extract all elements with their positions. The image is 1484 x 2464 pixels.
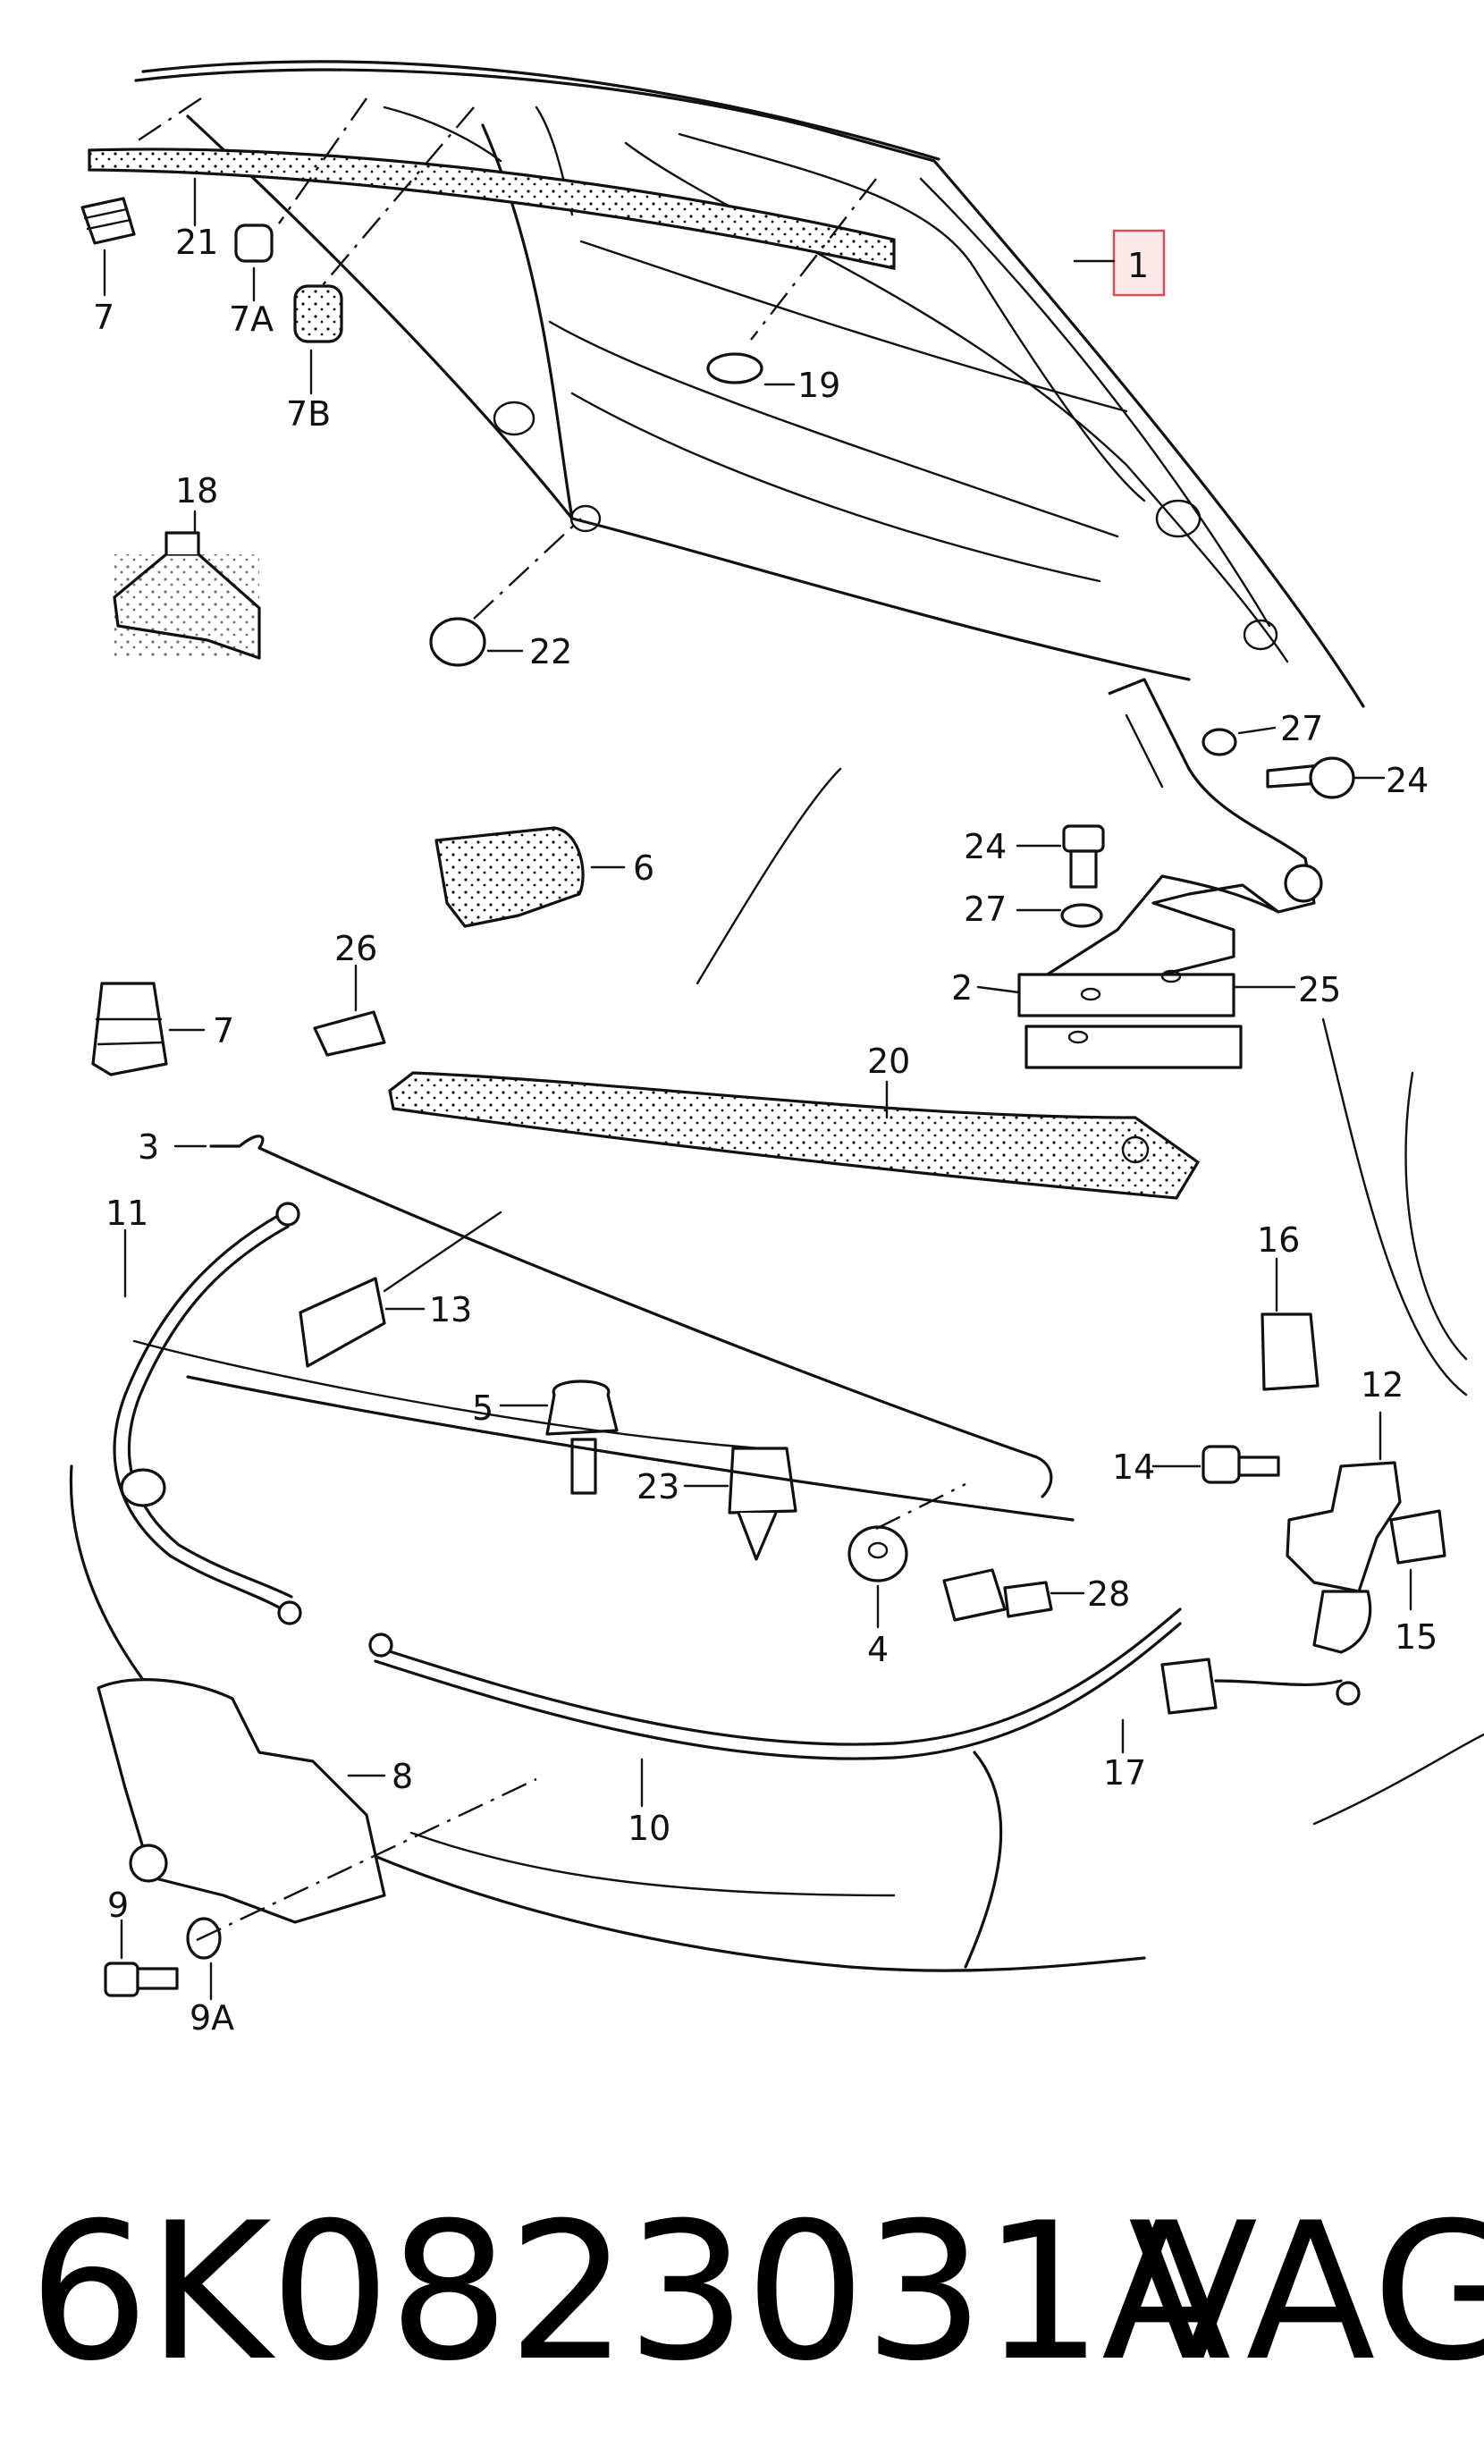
support-rod-3 bbox=[173, 1135, 1053, 1498]
rubber-buffer-7A bbox=[234, 224, 274, 302]
label-part-3: 3 bbox=[138, 1127, 159, 1167]
label-part-23: 23 bbox=[637, 1467, 679, 1506]
label-part-13: 13 bbox=[429, 1290, 472, 1329]
lock-bracket-12 bbox=[1286, 1411, 1402, 1654]
bonnet-panel bbox=[134, 60, 1365, 708]
label-part-27-middle: 27 bbox=[964, 890, 1007, 929]
label-part-25: 25 bbox=[1298, 970, 1341, 1009]
clip-15 bbox=[1389, 1509, 1446, 1611]
label-part-7B: 7B bbox=[286, 394, 331, 434]
label-part-27-top: 27 bbox=[1280, 709, 1323, 748]
rubber-buffer-7B bbox=[293, 284, 343, 395]
label-part-2: 2 bbox=[951, 968, 973, 1008]
label-part-7-top: 7 bbox=[93, 298, 114, 337]
label-part-14: 14 bbox=[1112, 1447, 1155, 1487]
label-part-21: 21 bbox=[175, 223, 218, 262]
label-part-5: 5 bbox=[472, 1388, 493, 1428]
diagram-drawing: 1 2 3 4 5 6 7 7 7A 7B 8 9 9A 10 11 12 13… bbox=[69, 60, 1484, 2038]
front-end-body bbox=[69, 767, 1484, 1972]
label-part-28: 28 bbox=[1087, 1574, 1130, 1614]
cable-end-17 bbox=[1121, 1658, 1361, 1754]
label-part-19: 19 bbox=[797, 366, 840, 405]
label-part-22: 22 bbox=[529, 632, 572, 671]
grommet-4 bbox=[847, 1482, 966, 1629]
label-part-9A: 9A bbox=[190, 1998, 234, 2038]
bracket-18 bbox=[113, 510, 261, 660]
bolt-24-top bbox=[1266, 756, 1386, 799]
label-part-17: 17 bbox=[1103, 1753, 1146, 1793]
label-part-26: 26 bbox=[334, 929, 377, 968]
seal-strip-20 bbox=[388, 1071, 1201, 1200]
highlight-box-part-1 bbox=[1112, 229, 1166, 297]
label-part-9: 9 bbox=[107, 1886, 129, 1925]
bolt-24-middle bbox=[1016, 824, 1105, 889]
washer-27-top bbox=[1202, 726, 1277, 756]
hinge-cover-6 bbox=[434, 826, 626, 928]
label-part-7-middle: 7 bbox=[213, 1011, 234, 1051]
clip-16 bbox=[1261, 1257, 1320, 1391]
label-part-1: 1 bbox=[1127, 246, 1149, 285]
label-part-10: 10 bbox=[628, 1809, 670, 1848]
label-part-6: 6 bbox=[633, 848, 654, 888]
hinge-assembly bbox=[1017, 678, 1323, 1069]
label-part-12: 12 bbox=[1361, 1365, 1404, 1405]
clip-28 bbox=[942, 1568, 1085, 1622]
label-part-24-top: 24 bbox=[1386, 761, 1429, 800]
bolt-14 bbox=[1151, 1445, 1280, 1484]
rubber-buffer-7-middle bbox=[91, 982, 206, 1076]
release-cable-11 bbox=[113, 1202, 302, 1625]
washer-9A bbox=[186, 1917, 222, 2001]
label-part-20: 20 bbox=[867, 1042, 910, 1081]
label-part-4: 4 bbox=[867, 1630, 889, 1669]
plug-22 bbox=[429, 518, 582, 667]
release-cable-10 bbox=[368, 1608, 1182, 1808]
label-part-7A: 7A bbox=[229, 300, 274, 339]
bolt-9 bbox=[104, 1919, 179, 1997]
clip-23 bbox=[683, 1447, 797, 1561]
label-part-18: 18 bbox=[175, 471, 218, 511]
brand-name: VAG bbox=[1128, 2181, 1484, 2402]
lock-8 bbox=[97, 1678, 386, 1924]
label-part-8: 8 bbox=[392, 1757, 413, 1796]
label-part-15: 15 bbox=[1395, 1617, 1438, 1657]
label-part-16: 16 bbox=[1257, 1220, 1300, 1260]
part-number: 6K0823031A bbox=[29, 2181, 1231, 2402]
washer-27-middle bbox=[1016, 903, 1103, 928]
clip-26 bbox=[313, 964, 386, 1057]
caption-footer: 6K0823031A VAG bbox=[0, 2146, 1484, 2464]
clip-19 bbox=[706, 352, 796, 386]
rubber-buffer-7-top bbox=[80, 197, 136, 297]
label-part-24-middle: 24 bbox=[964, 827, 1007, 866]
exploded-parts-diagram: 1 2 3 4 5 6 7 7 7A 7B 8 9 9A 10 11 12 13… bbox=[69, 60, 1484, 2038]
lever-13 bbox=[299, 1211, 502, 1368]
label-part-11: 11 bbox=[105, 1194, 148, 1233]
